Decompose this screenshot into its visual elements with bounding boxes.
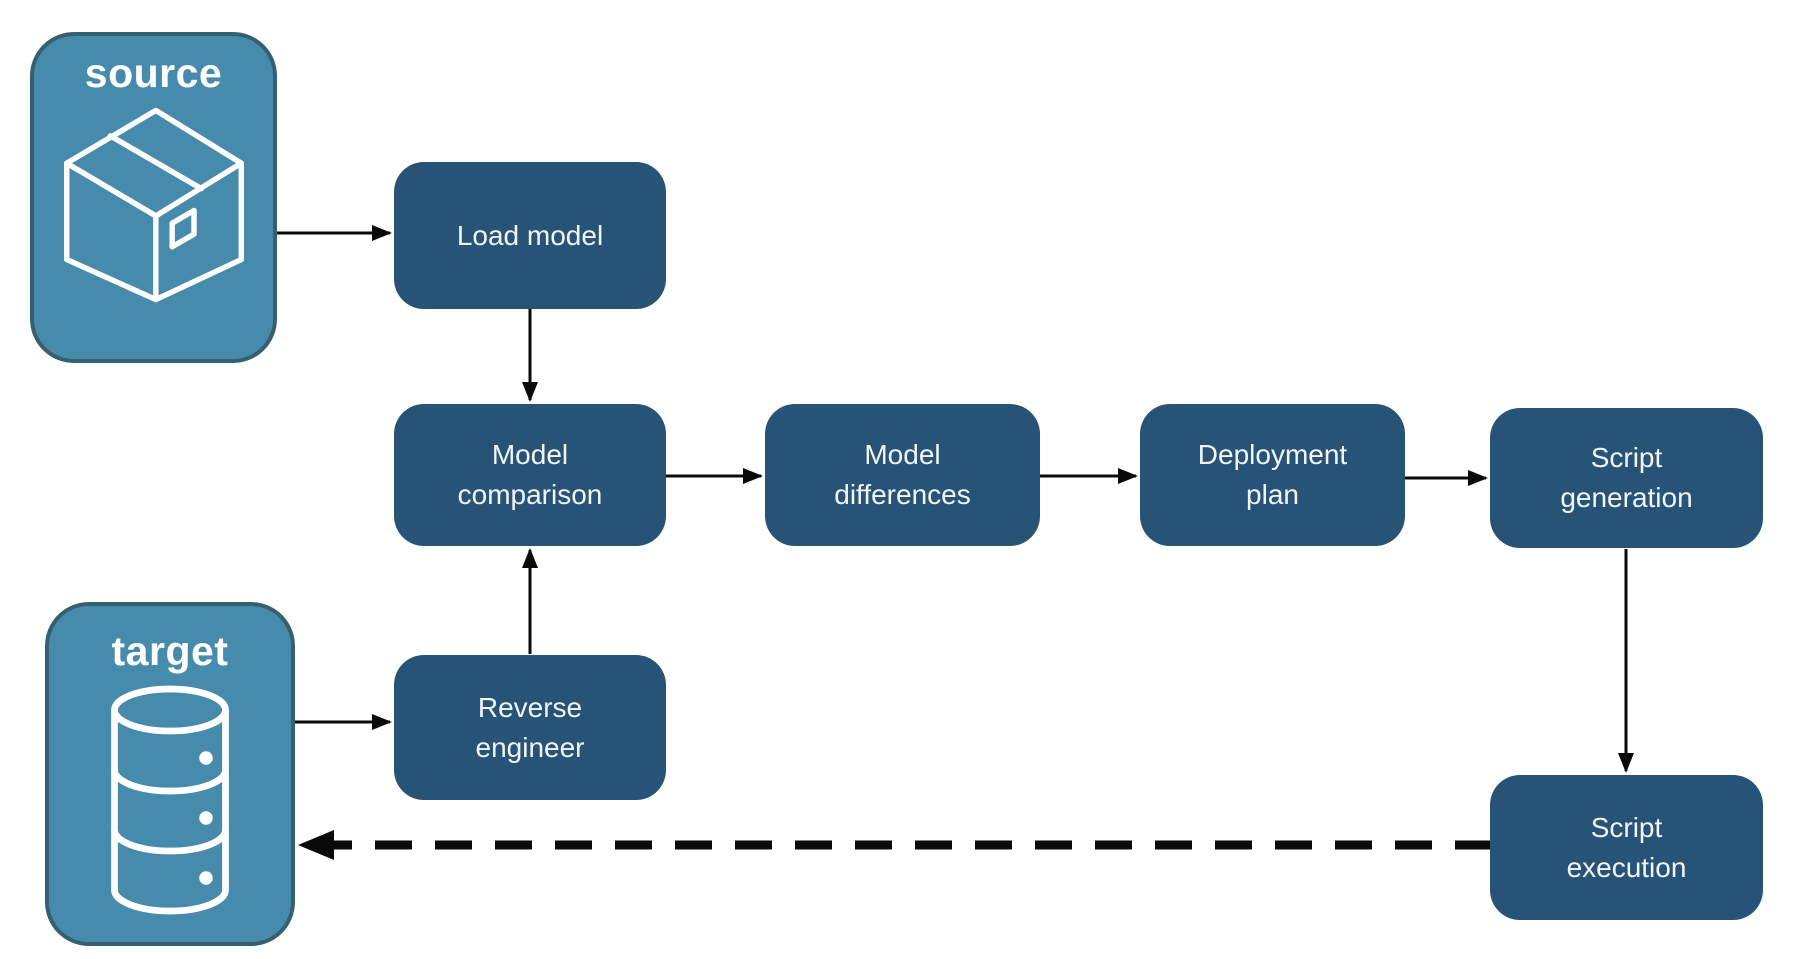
node-reverse-engineer: Reverse engineer <box>394 655 666 800</box>
reverse-engineer-label: Reverse engineer <box>475 691 585 763</box>
target-label: target <box>111 628 229 674</box>
node-target: target <box>45 602 295 946</box>
script-generation-label: Script generation <box>1560 442 1693 513</box>
database-icon <box>111 685 229 915</box>
source-label: source <box>84 50 223 96</box>
load-model-label: Load model <box>456 219 604 251</box>
node-source: source <box>30 32 277 363</box>
node-load-model: Load model <box>394 162 666 309</box>
package-icon <box>63 107 244 303</box>
script-execution-label: Script execution <box>1566 811 1687 883</box>
deployment-plan-label: Deployment plan <box>1197 439 1348 510</box>
model-differences-label: Model differences <box>834 439 971 510</box>
node-model-comparison: Model comparison <box>394 404 666 546</box>
node-script-execution: Script execution <box>1490 775 1763 920</box>
node-deployment-plan: Deployment plan <box>1140 404 1405 546</box>
node-model-differences: Model differences <box>765 404 1040 546</box>
model-comparison-label: Model comparison <box>457 439 603 510</box>
node-script-generation: Script generation <box>1490 408 1763 548</box>
